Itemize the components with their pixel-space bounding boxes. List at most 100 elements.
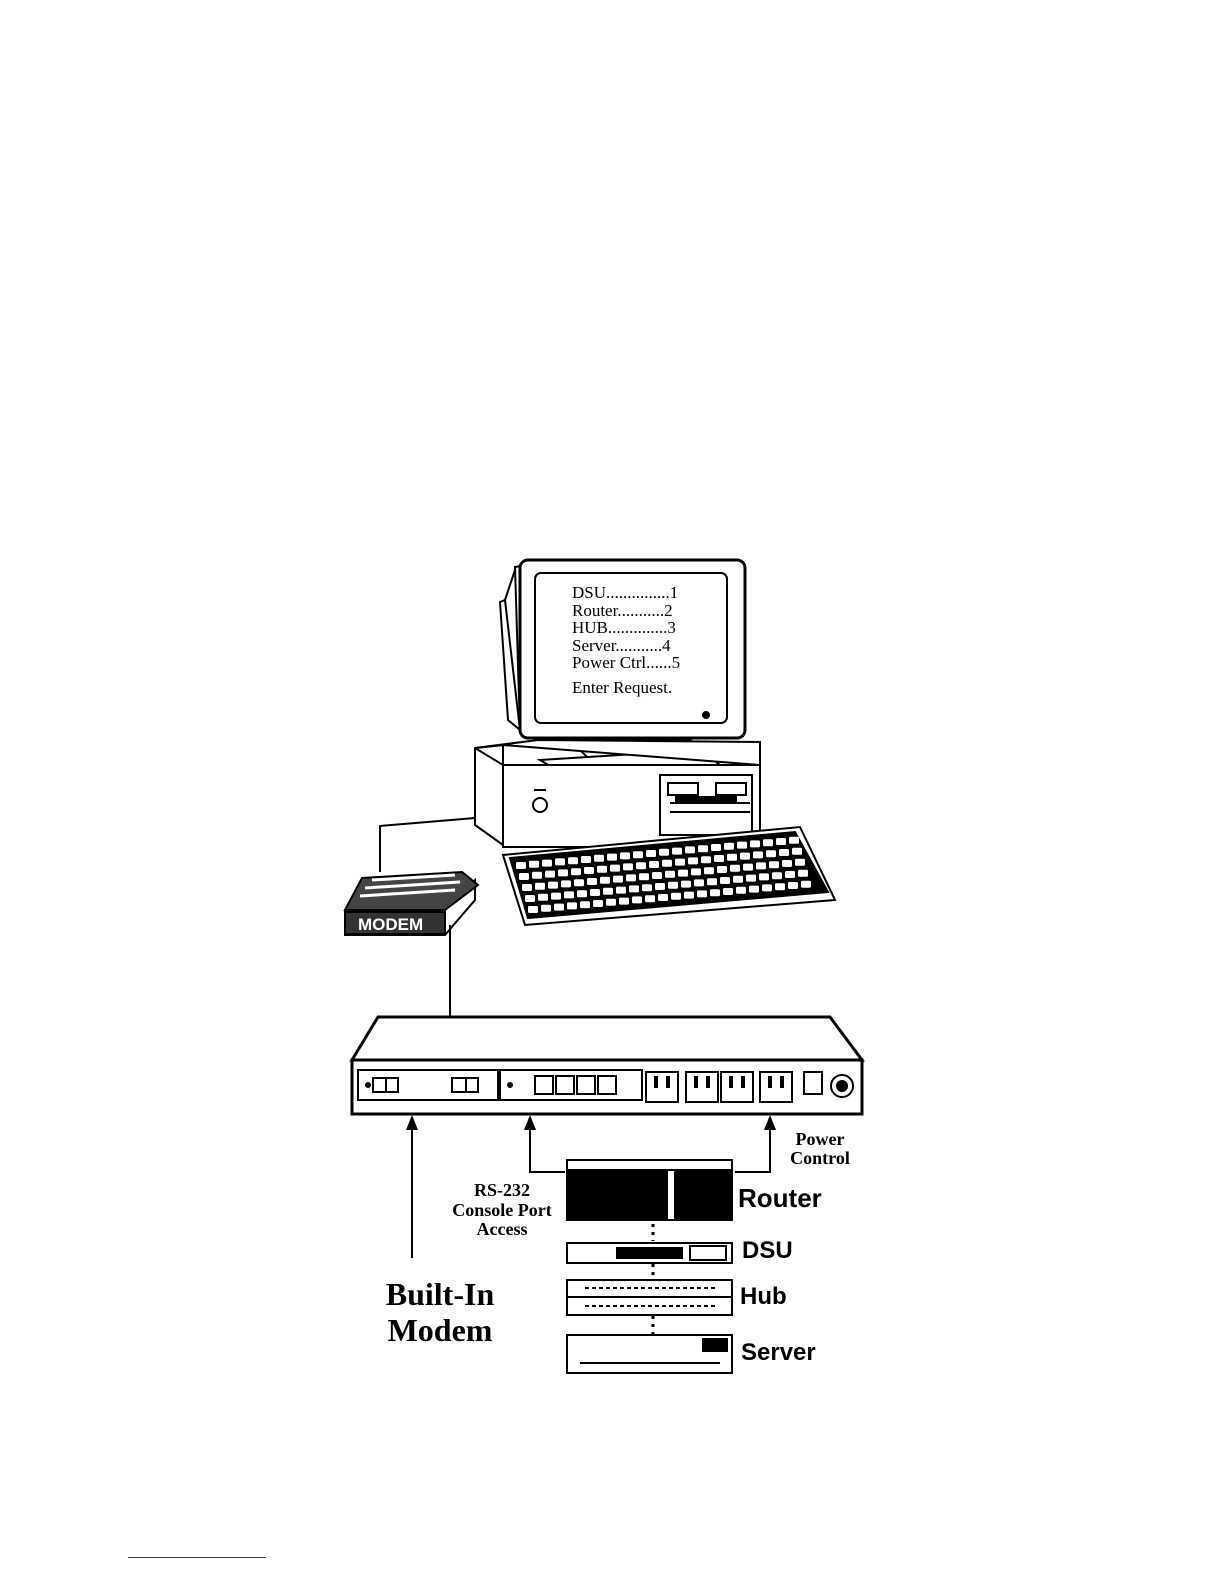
keycap (675, 859, 685, 866)
rs232-line1: RS-232 (474, 1180, 530, 1200)
keycap (555, 858, 565, 865)
modem-label: MODEM (358, 915, 423, 934)
keycap (649, 861, 659, 868)
keycap (554, 904, 564, 911)
built-in-modem-line2: Modem (388, 1312, 493, 1348)
keycap (730, 865, 740, 872)
keycap (789, 837, 799, 844)
keycap (580, 901, 590, 908)
keycap (590, 889, 600, 896)
keycap (655, 883, 665, 890)
keycap (678, 870, 688, 877)
keycap (600, 877, 610, 884)
keycap (522, 884, 532, 891)
rs232-line3: Access (477, 1219, 528, 1239)
keycap (792, 848, 802, 855)
arrowheads (406, 1115, 776, 1130)
keycap (750, 840, 760, 847)
keycap (681, 881, 691, 888)
keycap (684, 892, 694, 899)
rs232-label: RS-232 Console Port Access (452, 1180, 551, 1239)
keycap (620, 852, 630, 859)
keycap (568, 857, 578, 864)
keycap (525, 895, 535, 902)
external-modem: MODEM (345, 872, 478, 935)
keycap (782, 860, 792, 867)
menu-line-dsu: DSU...............1 (572, 583, 678, 602)
dsu-label: DSU (742, 1237, 793, 1264)
keycap (652, 872, 662, 879)
keycap (753, 851, 763, 858)
keycap (535, 883, 545, 890)
rs232-line2: Console Port (452, 1200, 551, 1220)
keycap (763, 839, 773, 846)
keycap (587, 878, 597, 885)
keycap (545, 871, 555, 878)
keycap (795, 859, 805, 866)
keycap (642, 884, 652, 891)
keycap (724, 843, 734, 850)
keycap (551, 893, 561, 900)
keycap (541, 905, 551, 912)
power-control-label: Power Control (790, 1129, 850, 1168)
keycap (658, 894, 668, 901)
keycap (626, 874, 636, 881)
keycap (594, 855, 604, 862)
keycap (701, 856, 711, 863)
built-in-modem-label: Built-In Modem (386, 1276, 495, 1348)
keycap (632, 896, 642, 903)
hub-device (567, 1280, 732, 1315)
keycap (711, 844, 721, 851)
keycap (662, 860, 672, 867)
keycap (727, 854, 737, 861)
keycap (584, 867, 594, 874)
keycap (607, 854, 617, 861)
keycap (740, 853, 750, 860)
keycap (720, 877, 730, 884)
keycap (714, 855, 724, 862)
keycap (788, 882, 798, 889)
keycap (577, 890, 587, 897)
keycap (704, 867, 714, 874)
keycap (688, 857, 698, 864)
keycap (593, 900, 603, 907)
keycap (733, 876, 743, 883)
keycap (606, 899, 616, 906)
keycap (691, 868, 701, 875)
keycap (548, 882, 558, 889)
router-label: Router (738, 1183, 822, 1213)
keycap (743, 864, 753, 871)
keycap (694, 879, 704, 886)
keycap (571, 868, 581, 875)
keycap (685, 846, 695, 853)
keycap (532, 872, 542, 879)
menu-prompt: Enter Request. (572, 678, 672, 697)
keycap (769, 861, 779, 868)
keycap (558, 869, 568, 876)
keycap (561, 880, 571, 887)
menu-line-hub: HUB..............3 (572, 618, 676, 637)
keycap (574, 879, 584, 886)
keycap (529, 861, 539, 868)
keycap (746, 875, 756, 882)
keycap (707, 878, 717, 885)
keycap (616, 887, 626, 894)
keycap (672, 848, 682, 855)
keycap (759, 873, 769, 880)
keycap (756, 862, 766, 869)
keycap (766, 850, 776, 857)
power-knob-icon (533, 798, 547, 812)
keycap (610, 865, 620, 872)
keycap (665, 871, 675, 878)
keycap (542, 860, 552, 867)
console-server-unit (352, 1017, 862, 1114)
keycap (762, 884, 772, 891)
dsu-device (567, 1243, 732, 1263)
keycap (710, 889, 720, 896)
keycap (646, 850, 656, 857)
keycap (633, 851, 643, 858)
keycap (772, 872, 782, 879)
keycap (581, 856, 591, 863)
monitor-menu: DSU...............1 Router...........2 H… (572, 583, 680, 697)
keycap (697, 890, 707, 897)
